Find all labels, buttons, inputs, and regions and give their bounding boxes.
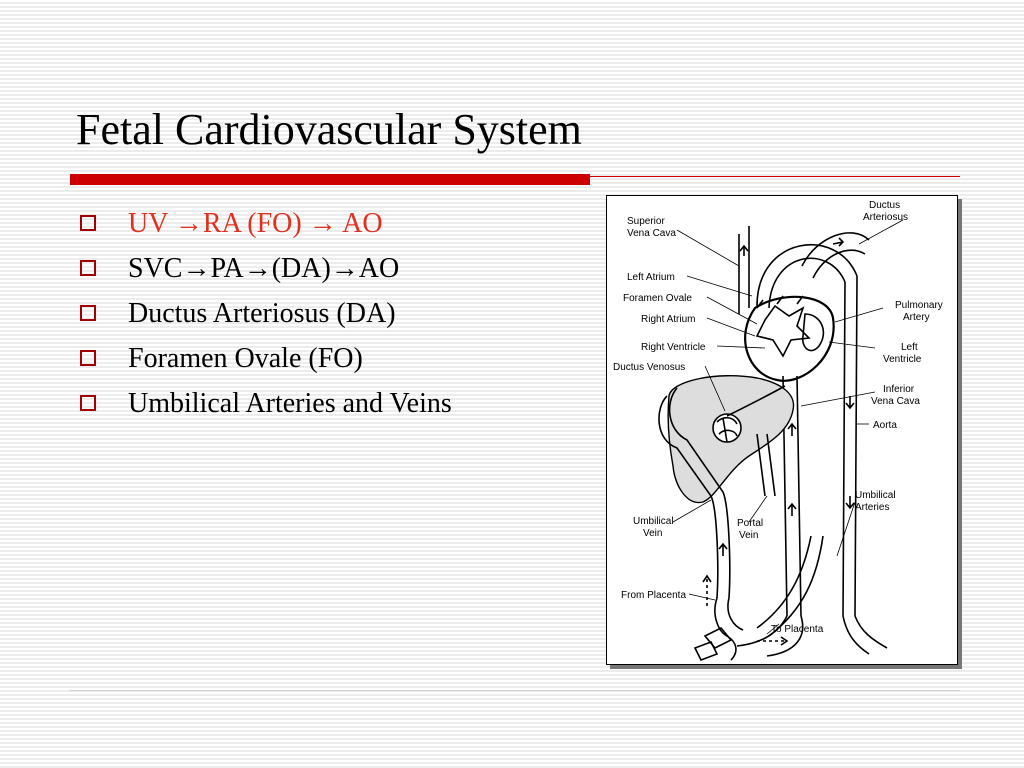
bullet-item: Foramen Ovale (FO) [76,341,496,377]
label-from-placenta: From Placenta [621,590,686,601]
label-umbilical-vein-1: Umbilical [633,516,674,527]
label-foramen-ovale: Foramen Ovale [623,293,692,304]
fetal-circulation-diagram: Superior Vena Cava Ductus Arteriosus Lef… [613,200,943,662]
footer-divider [70,690,960,691]
title-underline [70,174,960,188]
label-left-ventricle-1: Left [901,342,918,353]
bullet-item: Ductus Arteriosus (DA) [76,296,496,332]
bullet-item: SVC→PA→(DA)→AO [76,251,496,287]
label-right-atrium: Right Atrium [641,314,695,325]
label-ductus-venosus: Ductus Venosus [613,362,685,373]
label-right-ventricle: Right Ventricle [641,342,706,353]
label-superior-vena-cava-1: Superior [627,216,665,227]
label-portal-vein-2: Vein [739,530,758,541]
vessel-drawing [658,226,888,662]
bullet-list: UV →RA (FO) → AO SVC→PA→(DA)→AO Ductus A… [76,206,496,431]
label-aorta: Aorta [873,420,897,431]
slide-title: Fetal Cardiovascular System [76,105,582,154]
label-inferior-vena-cava-2: Vena Cava [871,396,920,407]
bullet-item: UV →RA (FO) → AO [76,206,496,242]
label-portal-vein-1: Portal [737,518,763,529]
bullet-text: UV →RA (FO) → AO [128,208,383,239]
square-bullet-icon [80,350,96,366]
label-superior-vena-cava-2: Vena Cava [627,228,676,239]
diagram-labels: Superior Vena Cava Ductus Arteriosus Lef… [613,200,943,635]
label-inferior-vena-cava-1: Inferior [883,384,915,395]
label-ductus-arteriosus-2: Arteriosus [863,212,908,223]
title-underline-thin [590,176,960,177]
label-pulmonary-artery-1: Pulmonary [895,300,943,311]
bullet-item: Umbilical Arteries and Veins [76,386,496,422]
square-bullet-icon [80,395,96,411]
label-ductus-arteriosus-1: Ductus [869,200,900,211]
square-bullet-icon [80,215,96,231]
bullet-text: Umbilical Arteries and Veins [128,388,452,419]
bullet-text: Foramen Ovale (FO) [128,343,363,374]
title-underline-thick [70,174,590,185]
label-to-placenta: To Placenta [771,624,824,635]
label-left-ventricle-2: Ventricle [883,354,922,365]
label-umbilical-vein-2: Vein [643,528,662,539]
bullet-text: Ductus Arteriosus (DA) [128,298,396,329]
square-bullet-icon [80,260,96,276]
label-left-atrium: Left Atrium [627,272,675,283]
square-bullet-icon [80,305,96,321]
bullet-text: SVC→PA→(DA)→AO [128,253,400,284]
label-umbilical-arteries-1: Umbilical [855,490,896,501]
label-leader-lines [672,219,904,635]
label-pulmonary-artery-2: Artery [903,312,930,323]
fetal-circulation-figure: Superior Vena Cava Ductus Arteriosus Lef… [606,195,958,665]
label-umbilical-arteries-2: Arteries [855,502,889,513]
